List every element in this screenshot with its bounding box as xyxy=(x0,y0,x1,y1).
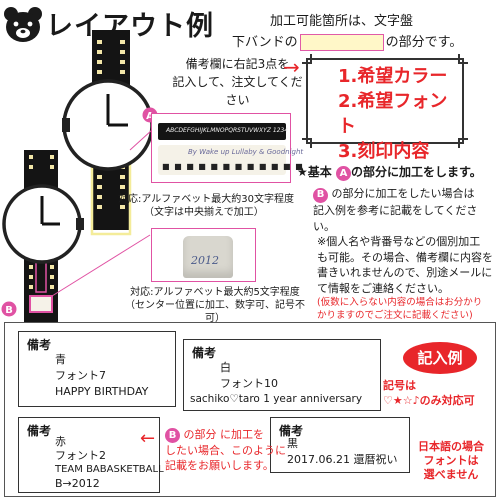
japanese-note-line-2: フォントは xyxy=(423,454,479,467)
symbol-note: 記号は ♡★☆♪のみ対応可 xyxy=(383,378,475,408)
b-only-line-2: したい場合、このように xyxy=(165,444,286,457)
b-only-line-3: 記載をお願いします。 xyxy=(165,459,274,472)
card-b-text: B→2012 xyxy=(55,477,100,490)
card-color: 赤 xyxy=(55,435,66,448)
watch-illustration: A B xyxy=(1,30,158,322)
japanese-note-line-3: 選べません xyxy=(423,468,479,481)
right-arrow-icon: → xyxy=(283,55,300,79)
example-card-1: 備考 青 フォント7 HAPPY BIRTHDAY xyxy=(18,331,176,407)
card-color: 青 xyxy=(55,353,66,366)
examples-frame xyxy=(4,322,496,497)
card-label: 備考 xyxy=(27,424,52,438)
remark-instruction: 備考欄に右記3点を 記入して、注文してください xyxy=(170,55,305,109)
panel-b-caption-line-2: （センター位置に加工、数字可、記号不可） xyxy=(125,300,305,324)
panel-b-caption-line-1: 対応:アルファベット最大約5文字程度 xyxy=(130,287,300,298)
example-card-4: 備考 黒 2017.06.21 還暦祝い xyxy=(270,417,410,473)
personal-note-red-2: かりますのでご注文に記載ください) xyxy=(317,310,473,321)
personal-note-line-4: て情報をご連絡ください。 xyxy=(317,281,449,295)
badge-b-icon: B xyxy=(313,187,328,203)
card-text: 2017.06.21 還暦祝い xyxy=(287,453,398,466)
japanese-font-note: 日本語の場合 フォントは 選べません xyxy=(418,440,484,482)
panel-a-caption: 対応:アルファベット最大約30文字程度 （文字は中央揃えで加工） xyxy=(118,193,294,219)
symbol-note-line-1: 記号は xyxy=(383,379,416,392)
required-items-frame: 1.希望カラー 2.希望フォント 3.刻印内容 xyxy=(302,54,468,162)
badge-b-icon: B xyxy=(165,428,180,443)
symbol-note-line-2: ♡★☆♪のみ対応可 xyxy=(383,394,475,407)
required-item-engraving: 3.刻印内容 xyxy=(338,141,430,162)
frame-corner xyxy=(458,138,468,148)
b-note-line-2: 記入例を参考に記載をしてください。 xyxy=(313,203,478,233)
card-text: TEAM BABASKETBALL xyxy=(55,464,164,475)
frame-corner xyxy=(302,138,312,148)
strap-holes: ■ ■ ■ ■ ■ ■ ■ ■ ■ ■ ■ ■ xyxy=(162,162,304,171)
personal-note-line-1: ※個人名や背番号などの個別加工 xyxy=(317,235,481,248)
intro-line-2-post: の部分です。 xyxy=(385,35,463,50)
card-color: 白 xyxy=(220,361,231,374)
svg-text:A: A xyxy=(146,111,154,122)
personal-engraving-note: ※個人名や背番号などの個別加工 も可能。その場合、備考欄に内容を 書きいれません… xyxy=(317,234,497,322)
panel-b-caption: 対応:アルファベット最大約5文字程度 （センター位置に加工、数字可、記号不可） xyxy=(120,286,310,325)
card-font: フォント7 xyxy=(55,369,106,382)
card-text: sachiko♡taro 1 year anniversary xyxy=(190,393,363,405)
b-engraving-note: B の部分に加工をしたい場合は 記入例を参考に記載をしてください。 xyxy=(313,186,491,235)
required-item-color: 1.希望カラー xyxy=(338,66,448,87)
personal-note-line-2: も可能。その場合、備考欄に内容を xyxy=(317,250,493,264)
star-icon: ★ xyxy=(297,165,308,179)
basic-note-pre: 基本 xyxy=(307,165,332,179)
left-arrow-icon: ← xyxy=(140,428,156,449)
bear-face-icon xyxy=(4,7,42,42)
card-label: 備考 xyxy=(279,424,304,438)
panel-a-caption-line-2: （文字は中央揃えで加工） xyxy=(144,207,264,218)
card-label: 備考 xyxy=(192,346,217,360)
strap-sample-black: ABCDEFGHIJKLMNOPQRSTUVWXYZ 1234 xyxy=(158,123,289,140)
b-only-line-1: の部分 に加工を xyxy=(183,428,265,441)
card-label: 備考 xyxy=(27,338,52,352)
intro-line-2-pre: 下バンドの xyxy=(232,35,298,50)
badge-b-icon xyxy=(1,301,17,317)
example-stamp: 記入例 xyxy=(403,342,477,374)
required-items-list: 1.希望カラー 2.希望フォント 3.刻印内容 xyxy=(338,64,462,164)
card-font: フォント2 xyxy=(55,449,106,462)
card-text: HAPPY BIRTHDAY xyxy=(55,385,149,398)
engravable-area-swatch xyxy=(299,34,384,51)
basic-note-post: の部分に加工をします。 xyxy=(350,165,482,179)
strap-sample-text-1: ABCDEFGHIJKLMNOPQRSTUVWXYZ 1234 xyxy=(166,127,289,134)
b-note-line-1: の部分に加工をしたい場合は xyxy=(331,187,475,200)
buckle-tag: 2012 xyxy=(183,236,233,278)
svg-text:B: B xyxy=(5,305,13,316)
remark-line-2: 記入して、注文してください xyxy=(172,75,303,107)
remark-line-1: 備考欄に右記3点を xyxy=(185,57,290,71)
strap-sample-text-2: By Wake up Lullaby & Goodnight xyxy=(188,148,304,156)
personal-note-red-1: (仮数に入らない内容の場合はお分かり xyxy=(317,297,483,308)
strap-sample-white: By Wake up Lullaby & Goodnight xyxy=(158,145,304,175)
example-card-2: 備考 白 フォント10 sachiko♡taro 1 year annivers… xyxy=(183,339,381,411)
japanese-note-line-1: 日本語の場合 xyxy=(418,440,484,453)
intro-line-1: 加工可能箇所は、文字盤 xyxy=(270,14,414,29)
card-color: 黒 xyxy=(287,437,298,450)
personal-note-line-3: 書きいれませんので、別途メールに xyxy=(317,266,493,279)
buckle-tag-text: 2012 xyxy=(191,254,219,267)
card-font: フォント10 xyxy=(220,377,278,390)
b-only-note: B の部分 に加工を したい場合、このように 記載をお願いします。 xyxy=(165,427,286,473)
intro-line-2: 下バンドの の部分です。 xyxy=(232,31,462,51)
frame-corner xyxy=(458,54,468,64)
required-item-font: 2.希望フォント xyxy=(338,91,448,137)
panel-a-caption-line-1: 対応:アルファベット最大約30文字程度 xyxy=(118,194,294,205)
badge-a-icon: A xyxy=(335,166,351,181)
frame-corner xyxy=(302,54,312,64)
example-card-3: 備考 赤 フォント2 TEAM BABASKETBALL B→2012 xyxy=(18,417,164,493)
